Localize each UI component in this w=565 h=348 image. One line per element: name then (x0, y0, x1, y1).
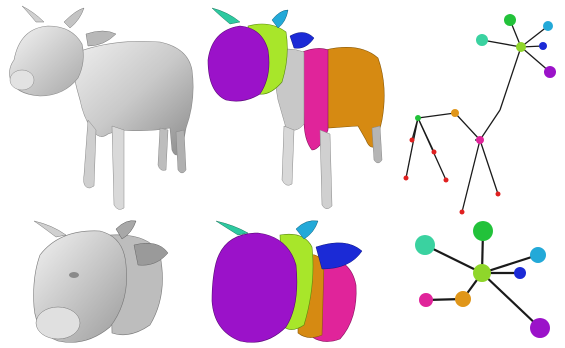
segment-leg-3 (372, 126, 382, 163)
gray-cow-mesh-full (0, 0, 200, 215)
skeleton-graph-full (390, 0, 565, 215)
head-node-neck (455, 291, 471, 307)
segmented-cow-head-closeup (200, 215, 390, 348)
head-muzzle (36, 307, 80, 339)
cow-horn-left (22, 6, 44, 22)
segment-ear (290, 32, 314, 48)
segment-head (208, 26, 269, 101)
head-eye (69, 272, 79, 278)
head-node-muzzle (530, 318, 550, 338)
head-node-body (419, 293, 433, 307)
node-horn-right (543, 21, 553, 31)
skeleton-edges (406, 20, 550, 212)
skeleton-graph-head (390, 215, 565, 348)
node-foot-3 (432, 150, 437, 155)
segmented-cow-mesh-full (200, 0, 390, 215)
segment-leg-2 (320, 130, 332, 209)
node-rear (476, 136, 484, 144)
seg-head-horn-teal (216, 221, 248, 235)
segment-horn-right (272, 10, 288, 28)
node-horn-left (476, 34, 488, 46)
skeleton-graph-full-svg (390, 0, 565, 215)
cow-leg-back-right (176, 130, 186, 173)
node-head-top (504, 14, 516, 26)
head-node-horn-left (415, 235, 435, 255)
cow-leg-front-left (84, 120, 96, 188)
cow-leg-front-right (112, 126, 124, 209)
cow-muzzle (10, 70, 34, 90)
cow-horn-right (64, 8, 84, 28)
head-node-horn-right (530, 247, 546, 263)
gray-cow-full-svg (0, 0, 200, 215)
seg-head-ear-blue (316, 243, 362, 269)
head-node-top (473, 221, 493, 241)
head-ear (134, 243, 168, 265)
node-foot-5 (460, 210, 465, 215)
segmented-cow-full-svg (200, 0, 390, 215)
node-muzzle (544, 66, 556, 78)
node-hip (451, 109, 459, 117)
head-node-ear (514, 267, 526, 279)
segment-horn-left (212, 8, 240, 24)
seg-head-face-purple (212, 233, 297, 342)
segment-leg-1 (282, 126, 294, 185)
segmented-cow-head-svg (200, 215, 390, 348)
node-ear (539, 42, 547, 50)
head-horn-left (34, 221, 66, 237)
skeleton-graph-head-svg (390, 215, 565, 348)
node-foot-1 (410, 138, 415, 143)
node-tail (415, 115, 421, 121)
node-head-center (516, 42, 526, 52)
node-foot-2 (404, 176, 409, 181)
gray-cow-head-svg (0, 215, 200, 348)
head-node-center (473, 264, 491, 282)
cow-leg-back-left (158, 128, 168, 170)
node-foot-4 (444, 178, 449, 183)
node-foot-6 (496, 192, 501, 197)
gray-cow-head-closeup (0, 215, 200, 348)
